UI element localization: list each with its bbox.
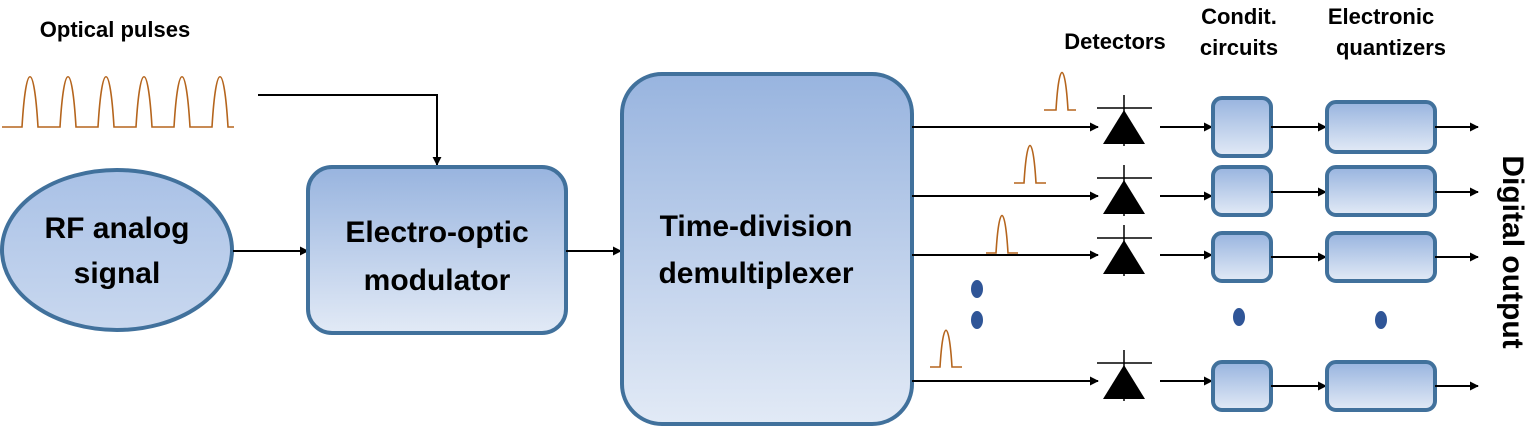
vertical-dots-icon [971, 280, 1387, 329]
rf-signal-label-1: RF analog [44, 212, 189, 245]
detector-4-icon [1097, 350, 1152, 401]
quantizer-1-box [1325, 100, 1437, 154]
time-division-demultiplexer-box [620, 72, 914, 426]
detector-2-icon [1097, 165, 1152, 216]
channel-3-pulse [986, 215, 1018, 254]
detector-3-icon [1097, 225, 1152, 276]
quantizer-4-box [1325, 360, 1437, 412]
electro-optic-modulator-box [306, 165, 568, 335]
quantizer-3-box [1325, 231, 1437, 283]
channel-2-pulse [1014, 145, 1046, 184]
digital-output-label: Digital output [1496, 155, 1529, 348]
quantizers-header-1: Electronic [1328, 4, 1434, 29]
cond-circuit-4-box [1211, 360, 1273, 412]
rf-signal-label-2: signal [74, 257, 161, 290]
pulse-feed-line [258, 94, 442, 166]
cond-circuit-1-box [1211, 96, 1273, 158]
condit-header-1: Condit. [1201, 4, 1277, 29]
tdd-label-1: Time-division [660, 210, 853, 243]
quantizer-2-box [1325, 165, 1437, 217]
cond-circuit-3-box [1211, 231, 1273, 283]
rf-analog-signal-node [0, 168, 234, 332]
condit-header-2: circuits [1200, 35, 1278, 60]
detector-1-icon [1097, 95, 1152, 146]
channel-1-pulse [1044, 72, 1076, 111]
optical-pulse-train [2, 75, 234, 128]
eom-label-1: Electro-optic [345, 216, 528, 249]
tdd-label-2: demultiplexer [658, 257, 853, 290]
detectors-header: Detectors [1064, 29, 1165, 54]
quantizers-header-2: quantizers [1336, 35, 1446, 60]
eom-label-2: modulator [364, 264, 511, 297]
channel-4-pulse [930, 329, 962, 368]
optical-pulses-label: Optical pulses [40, 17, 190, 42]
cond-circuit-2-box [1211, 165, 1273, 217]
